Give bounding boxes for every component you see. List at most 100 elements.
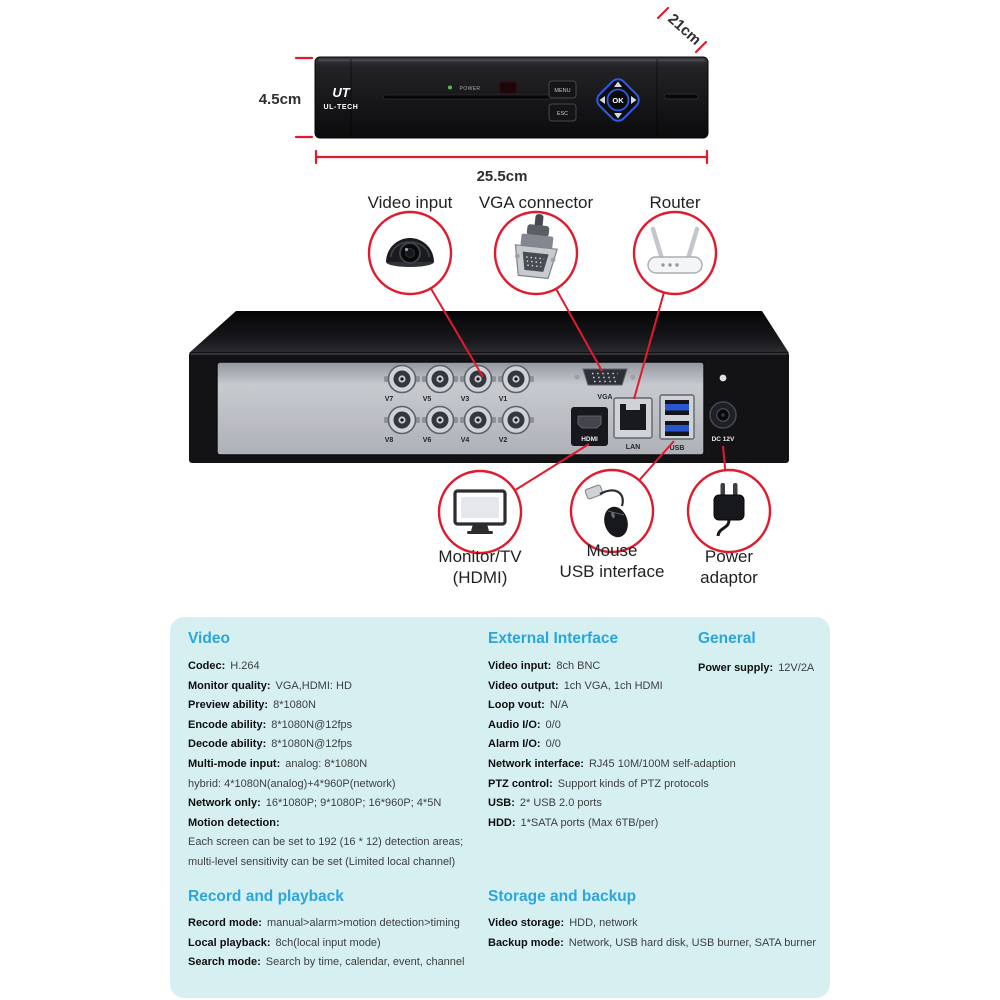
spec-value: 1*SATA ports (Max 6TB/per) [520, 816, 659, 829]
hdmi-port: HDMI [571, 407, 608, 446]
left-arrow-icon [599, 96, 605, 104]
external-interface-specs: Video input:8ch BNC Video output:1ch VGA… [488, 657, 758, 833]
spec-row: hybrid: 4*1080N(analog)+4*960P(network) [188, 775, 483, 795]
power-adaptor-callout [686, 468, 772, 554]
spec-row: Record mode:manual>alarm>motion detectio… [188, 914, 483, 934]
back-edge-highlight [191, 353, 787, 355]
spec-value: RJ45 10M/100M self-adaption [588, 757, 736, 770]
dc-port-label: DC 12V [712, 436, 735, 443]
spec-row: Network only:16*1080P; 9*1080P; 16*960P;… [188, 794, 483, 814]
external-interface-section-heading: External Interface [488, 630, 619, 647]
depth-tick-2 [694, 40, 708, 54]
mouse-icon [584, 484, 628, 538]
spec-row: Each screen can be set to 192 (16 * 12) … [188, 833, 483, 853]
vga-port-body [582, 368, 628, 386]
esc-button [548, 103, 577, 122]
record-playback-specs: Record mode:manual>alarm>motion detectio… [188, 914, 483, 973]
spec-row: multi-level sensitivity can be set (Limi… [188, 853, 483, 873]
router-label: Router [649, 193, 701, 212]
vga-port-label: VGA [597, 394, 612, 401]
video-input-label: Video input [367, 193, 453, 212]
spec-row: Monitor quality: VGA,HDMI: HD [188, 677, 483, 697]
callout-circle [632, 210, 718, 296]
dome-camera-icon [386, 238, 434, 267]
disc-slot [382, 94, 554, 100]
spec-value: 8*1080N@12fps [271, 718, 353, 731]
power-plug-icon [713, 483, 745, 537]
monitor-icon [453, 489, 507, 534]
spec-row: Power supply:12V/2A [698, 659, 823, 679]
spec-label: Video output: [488, 679, 559, 692]
spec-value: 8*1080N@12fps [271, 738, 353, 751]
bnc-label-v8: V8 [385, 437, 394, 444]
spec-value: VGA,HDMI: HD [275, 679, 352, 692]
menu-button-label: MENU [554, 88, 570, 94]
depth-tick-1 [656, 6, 670, 20]
spec-value: Network, USB hard disk, USB burner, SATA… [568, 936, 816, 949]
bnc-label-v2: V2 [499, 437, 508, 444]
dvr-front-view: UT UL-TECH POWER MENU ESC OK [314, 56, 709, 139]
dvr-back-view: V7 V5 V3 V1 V8 V6 V4 V2 VGA [189, 311, 789, 463]
bnc-label-v6: V6 [423, 437, 432, 444]
spec-row: PTZ control:Support kinds of PTZ protoco… [488, 775, 758, 795]
usb-tongue-bottom [665, 425, 689, 432]
spec-row: Codec:H.264 [188, 657, 483, 677]
esc-button-label: ESC [557, 111, 568, 117]
router-callout [632, 210, 718, 296]
bnc-label-v7: V7 [385, 396, 394, 403]
right-arrow-icon [631, 96, 637, 104]
spec-label: Search mode: [188, 956, 261, 969]
spec-row: Network interface:RJ45 10M/100M self-ada… [488, 755, 758, 775]
spec-label: Video storage: [488, 917, 565, 929]
spec-row: Search mode:Search by time, calendar, ev… [188, 953, 483, 973]
dvr-top-surface [189, 311, 789, 353]
power-adaptor-label-line1: Power [704, 547, 754, 566]
spec-label: Local playback: [188, 936, 271, 949]
spec-value: 8ch(local input mode) [275, 936, 381, 949]
bnc-label-v3: V3 [461, 396, 470, 403]
vga-plug-icon [514, 214, 558, 280]
spec-value: Support kinds of PTZ protocols [557, 777, 709, 790]
record-playback-section-heading: Record and playback [188, 888, 344, 905]
spec-row: USB:2* USB 2.0 ports [488, 794, 758, 814]
vga-connector-callout [493, 210, 579, 296]
spec-label: Power supply: [698, 662, 774, 674]
spec-label: Encode ability: [188, 718, 267, 731]
width-dimension-label: 25.5cm [477, 168, 528, 185]
spec-row: Video storage: HDD, network [488, 914, 818, 934]
spec-row: Encode ability: 8*1080N@12fps [188, 716, 483, 736]
spec-label: Video input: [488, 660, 552, 672]
spec-label: Loop vout: [488, 699, 545, 712]
mouse-label-line1: Mouse [586, 541, 638, 560]
vga-screw-left [574, 374, 580, 380]
spec-value: Each screen can be set to 192 (16 * 12) … [188, 836, 464, 849]
ir-window [499, 81, 517, 94]
video-specs: Codec:H.264 Monitor quality: VGA,HDMI: HD… [188, 657, 483, 873]
depth-dimension-label: 21cm [664, 10, 704, 48]
storage-backup-section-heading: Storage and backup [488, 888, 637, 905]
spec-label: Alarm I/O: [488, 738, 541, 751]
dc-power-jack: DC 12V [709, 401, 737, 443]
mouse-label-line2: USB interface [559, 562, 665, 581]
menu-button [548, 80, 577, 99]
spec-row: Backup mode:Network, USB hard disk, USB … [488, 934, 818, 954]
power-adaptor-label: Power adaptor [669, 546, 789, 588]
spec-row: Decode ability: 8*1080N@12fps [188, 735, 483, 755]
power-indicator-label: POWER [460, 86, 481, 92]
spec-value: hybrid: 4*1080N(analog)+4*960P(network) [188, 777, 396, 790]
spec-value: HDD, network [569, 917, 638, 929]
spec-label: Decode ability: [188, 738, 267, 751]
lan-port: LAN [613, 397, 653, 451]
spec-label: Preview ability: [188, 699, 269, 712]
spec-value: 0/0 [545, 718, 561, 731]
height-dimension-label: 4.5cm [259, 91, 302, 108]
spec-label: Monitor quality: [188, 679, 271, 692]
spec-row: Video output:1ch VGA, 1ch HDMI [488, 677, 758, 697]
spec-row: Audio I/O: 0/0 [488, 716, 758, 736]
front-vent [663, 93, 699, 100]
spec-label: Audio I/O: [488, 718, 541, 731]
spec-row: HDD:1*SATA ports (Max 6TB/per) [488, 814, 758, 834]
monitor-label-line2: (HDMI) [452, 568, 508, 587]
video-section-heading: Video [188, 630, 230, 647]
mouse-callout [569, 468, 655, 554]
